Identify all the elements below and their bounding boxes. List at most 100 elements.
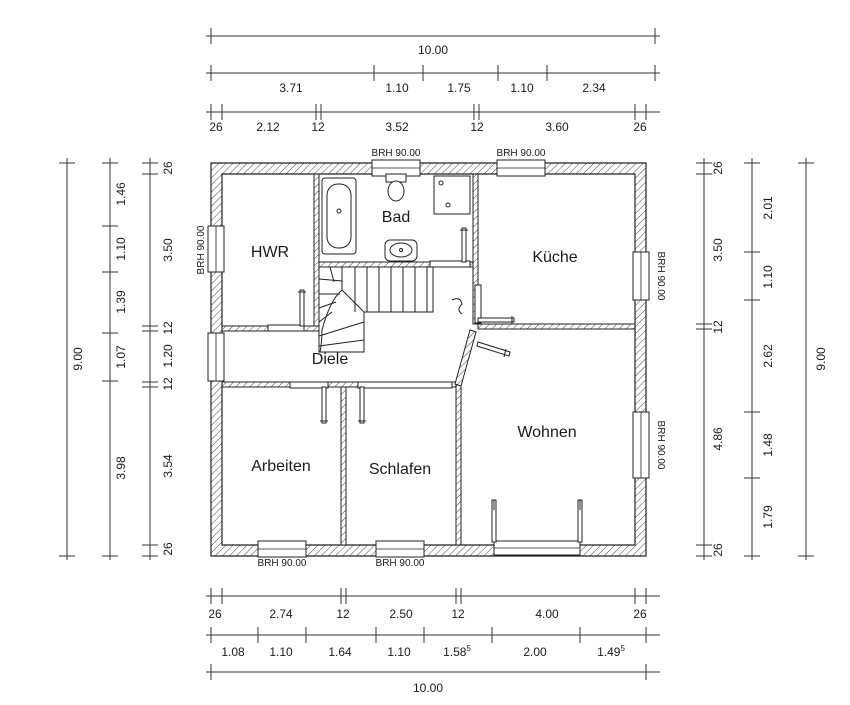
brh-label-schlafen: BRH 90.00	[376, 558, 425, 569]
dim-left-mid-1: 1.46	[114, 182, 128, 206]
door-kueche	[474, 284, 515, 324]
dim-chain-bottom-total: 10.00	[206, 664, 660, 695]
wall-bad-kueche	[472, 173, 479, 325]
window-hwr	[207, 225, 225, 273]
dim-chain-right-total: 9.00	[798, 158, 828, 560]
dim-chain-right-mid: 2.01 1.10 2.62 1.48 1.79	[744, 158, 775, 560]
dim-bottom-mid-4: 1.10	[387, 645, 411, 659]
dim-bottom-mid-6: 2.00	[523, 645, 547, 659]
wall-hwr-bad	[313, 173, 320, 327]
door-bad	[429, 227, 471, 268]
dim-top-mid-5: 2.34	[582, 81, 606, 95]
room-label-bad: Bad	[382, 209, 410, 226]
dim-right-inner-1: 26	[711, 161, 725, 175]
dim-chain-top-total: 10.00	[206, 28, 660, 57]
brh-label-wohnen-right: BRH 90.00	[655, 421, 666, 470]
dim-chain-left-inner: 26 3.50 12 1.20 12 3.54 26	[142, 158, 175, 560]
dim-right-mid-3: 2.62	[761, 344, 775, 368]
dim-left-mid-5: 3.98	[114, 456, 128, 480]
dim-left-inner-4: 1.20	[161, 344, 175, 368]
door-terrace-wohnen	[491, 499, 583, 556]
dim-bottom-inner-7: 26	[633, 607, 647, 621]
door-arbeiten	[289, 381, 329, 424]
dim-left-inner-1: 26	[161, 161, 175, 175]
window-kueche-top	[496, 159, 546, 177]
dim-top-inner-3: 12	[311, 120, 325, 134]
window-kueche-right	[632, 251, 650, 301]
dim-bottom-mid-2: 1.10	[269, 645, 293, 659]
dim-left-inner-5: 12	[161, 377, 175, 391]
windows	[207, 159, 650, 558]
dim-right-mid-1: 2.01	[761, 196, 775, 220]
dim-right-inner-3: 12	[711, 320, 725, 334]
dim-chain-right-inner: 26 3.50 12 4.86 26	[696, 158, 725, 560]
brh-label-kueche-right: BRH 90.00	[655, 252, 666, 301]
dim-left-inner-7: 26	[161, 542, 175, 556]
dim-bottom-inner-1: 26	[208, 607, 222, 621]
door-hwr	[267, 289, 306, 332]
brh-label-arbeiten: BRH 90.00	[258, 558, 307, 569]
brh-label-bad: BRH 90.00	[372, 148, 421, 159]
outer-wall	[210, 162, 647, 557]
dim-bottom-inner-6: 4.00	[535, 607, 559, 621]
dim-left-total: 9.00	[71, 347, 85, 371]
room-label-hwr: HWR	[251, 244, 289, 261]
room-label-kueche: Küche	[532, 249, 577, 266]
dim-top-inner-6: 3.60	[545, 120, 569, 134]
dim-left-mid-4: 1.07	[114, 345, 128, 369]
dim-bottom-inner-2: 2.74	[269, 607, 293, 621]
dim-right-inner-5: 26	[711, 543, 725, 557]
window-arbeiten	[257, 540, 307, 558]
bathroom-fixtures	[321, 173, 471, 262]
dim-top-inner-7: 26	[633, 120, 647, 134]
door-wohnen	[476, 341, 511, 358]
toilet-icon	[385, 173, 407, 202]
dim-chain-top-inner: 26 2.12 12 3.52 12 3.60 26	[206, 104, 660, 134]
dim-left-inner-6: 3.54	[161, 454, 175, 478]
dim-bottom-mid-5: 1.585	[443, 644, 471, 659]
window-wohnen-right	[632, 411, 650, 479]
dim-top-inner-1: 26	[209, 120, 223, 134]
bathtub-icon	[321, 177, 357, 255]
room-labels: HWR Bad Küche Diele Wohnen Arbeiten Schl…	[251, 209, 578, 478]
doors	[267, 227, 515, 424]
dim-chain-left-total: 9.00	[59, 158, 85, 560]
window-bad	[371, 159, 421, 177]
dim-right-inner-4: 4.86	[711, 427, 725, 451]
window-schlafen	[375, 540, 425, 558]
dim-bottom-total: 10.00	[413, 681, 443, 695]
dim-bottom-mid-1: 1.08	[221, 645, 245, 659]
room-label-wohnen: Wohnen	[517, 424, 576, 441]
dim-top-mid-3: 1.75	[447, 81, 471, 95]
staircase-icon	[318, 266, 463, 353]
brh-label-hwr: BRH 90.00	[196, 225, 207, 274]
dim-right-mid-4: 1.48	[761, 433, 775, 457]
dim-right-mid-2: 1.10	[761, 265, 775, 289]
dim-chain-top-mid: 3.71 1.10 1.75 1.10 2.34	[206, 65, 660, 95]
dim-top-mid-2: 1.10	[385, 81, 409, 95]
room-label-diele: Diele	[312, 351, 349, 368]
dim-right-total: 9.00	[814, 347, 828, 371]
wall-arbeiten-schlafen	[340, 386, 347, 546]
dim-chain-bottom-inner: 26 2.74 12 2.50 12 4.00 26	[206, 588, 660, 621]
dim-left-mid-2: 1.10	[114, 237, 128, 261]
room-label-arbeiten: Arbeiten	[251, 458, 311, 475]
dim-left-mid-3: 1.39	[114, 290, 128, 314]
dim-top-total: 10.00	[418, 43, 448, 57]
dim-top-inner-4: 3.52	[385, 120, 409, 134]
dim-left-inner-3: 12	[161, 321, 175, 335]
window-diele	[207, 332, 225, 382]
walls	[210, 162, 647, 557]
wall-kueche-wohnen	[477, 323, 636, 330]
dim-bottom-mid-3: 1.64	[328, 645, 352, 659]
dim-left-inner-2: 3.50	[161, 238, 175, 262]
sink-icon	[384, 239, 418, 262]
dim-top-mid-4: 1.10	[510, 81, 534, 95]
window-labels: BRH 90.00 BRH 90.00 BRH 90.00 BRH 90.00 …	[196, 148, 666, 569]
brh-label-kueche-top: BRH 90.00	[497, 148, 546, 159]
door-schlafen	[357, 381, 453, 424]
dim-top-mid-1: 3.71	[279, 81, 303, 95]
dim-top-inner-5: 12	[470, 120, 484, 134]
wall-diele-diagonal	[454, 329, 477, 387]
